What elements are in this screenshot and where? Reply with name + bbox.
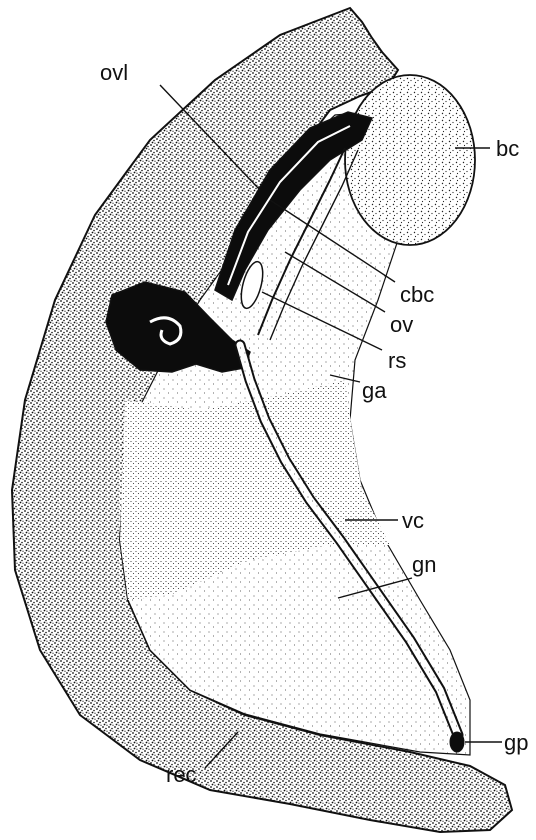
label-rec: rec [166,762,197,787]
label-rs: rs [388,348,406,373]
label-cbc: cbc [400,282,434,307]
label-ga: ga [362,378,387,403]
label-ov: ov [390,312,413,337]
label-gp: gp [504,730,528,755]
genital-pore [450,732,464,752]
label-ovl: ovl [100,60,128,85]
label-bc: bc [496,136,519,161]
bursa-copulatrix [345,75,475,245]
label-gn: gn [412,552,436,577]
label-vc: vc [402,508,424,533]
